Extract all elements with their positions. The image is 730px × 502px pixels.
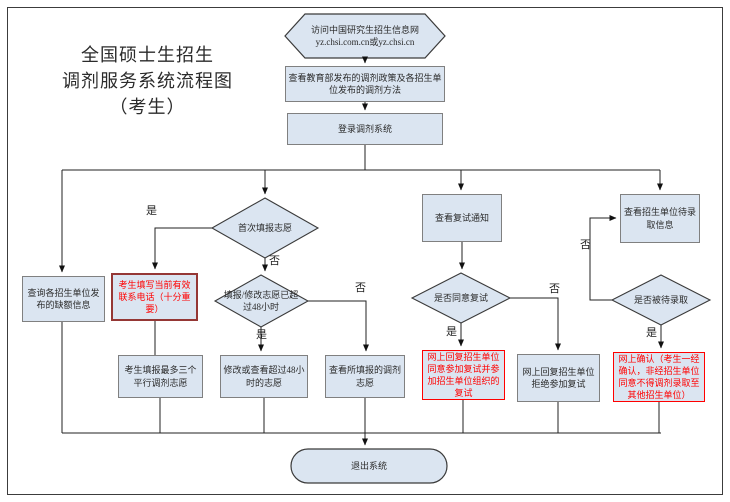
node-fill-phone: 考生填写当前有效联系电话（十分重要） [111, 273, 198, 321]
node-online-confirm: 网上确认（考生一经确认，非经招生单位同意不得调剂录取至其他招生单位） [613, 352, 705, 402]
node-query-vacancy-label: 查询各招生单位发布的缺额信息 [27, 287, 100, 310]
node-modify-over-48h: 修改或查看超过48小时的志愿 [220, 355, 308, 398]
edge-label-over-48h-no: 否 [355, 282, 366, 294]
node-fill-phone-label: 考生填写当前有效联系电话（十分重要） [118, 279, 191, 315]
edge-label-over-48h-yes: 是 [256, 329, 267, 341]
node-exit-system-label: 退出系统 [350, 460, 387, 471]
edge-label-agree-retest-yes: 是 [446, 326, 457, 338]
node-online-confirm-label: 网上确认（考生一经确认，非经招生单位同意不得调剂录取至其他招生单位） [618, 353, 700, 401]
node-login-system-label: 登录调剂系统 [337, 123, 392, 134]
connector-lines [59, 56, 664, 446]
node-modify-over-48h-label: 修改或查看超过48小时的志愿 [223, 365, 305, 388]
node-fill-three-preferences: 考生填报最多三个平行调剂志愿 [118, 355, 203, 398]
edge-label-is-admitted-yes: 是 [646, 327, 657, 339]
node-agree-retest-decision: 是否同意复试 [414, 275, 508, 321]
exit-terminator-shape [290, 448, 448, 484]
diagram-title: 全国硕士生招生 调剂服务系统流程图 （考生） [62, 45, 233, 118]
node-over-48h-decision: 填报/修改志愿已超过48小时 [219, 277, 303, 325]
node-view-filled-preferences: 查看所填报的调剂志愿 [325, 355, 405, 398]
edge-label-agree-retest-no: 否 [549, 283, 560, 295]
page-border [7, 7, 723, 495]
node-over-48h-decision-label: 填报/修改志愿已超过48小时 [223, 289, 299, 312]
edge-label-first-time-no: 否 [269, 255, 280, 267]
node-query-vacancy: 查询各招生单位发布的缺额信息 [22, 276, 105, 322]
node-reply-agree-retest: 网上回复招生单位同意参加复试并参加招生单位组织的复试 [422, 350, 505, 400]
node-view-retest-notice-label: 查看复试通知 [434, 212, 489, 223]
node-is-admitted-decision: 是否被待录取 [614, 277, 708, 323]
node-start-label: 访问中国研究生招生信息网 yz.chsi.com.cn或yz.chsi.cn [310, 24, 419, 47]
node-view-policy: 查看教育部发布的调剂政策及各招生单位发布的调剂方法 [285, 66, 445, 102]
edge-label-is-admitted-no: 否 [580, 239, 591, 251]
start-hexagon-shape [284, 13, 446, 59]
node-exit-system: 退出系统 [291, 449, 447, 483]
node-reply-agree-retest-label: 网上回复招生单位同意参加复试并参加招生单位组织的复试 [427, 351, 500, 399]
node-reply-refuse-retest: 网上回复招生单位拒绝参加复试 [517, 354, 600, 402]
node-view-retest-notice: 查看复试通知 [422, 194, 502, 242]
node-fill-three-preferences-label: 考生填报最多三个平行调剂志愿 [124, 365, 197, 388]
node-agree-retest-decision-label: 是否同意复试 [433, 292, 488, 303]
node-first-time-decision-label: 首次填报志愿 [237, 222, 292, 233]
node-is-admitted-decision-label: 是否被待录取 [633, 294, 688, 305]
node-view-pending-admission-label: 查看招生单位待录取信息 [623, 207, 696, 230]
node-view-policy-label: 查看教育部发布的调剂政策及各招生单位发布的调剂方法 [288, 72, 442, 95]
node-login-system: 登录调剂系统 [287, 113, 443, 145]
node-start: 访问中国研究生招生信息网 yz.chsi.com.cn或yz.chsi.cn [288, 15, 442, 57]
edge-label-first-time-yes: 是 [146, 205, 157, 217]
node-view-pending-admission: 查看招生单位待录取信息 [620, 194, 700, 243]
node-first-time-decision: 首次填报志愿 [214, 200, 316, 256]
node-reply-refuse-retest-label: 网上回复招生单位拒绝参加复试 [522, 366, 595, 389]
node-view-filled-preferences-label: 查看所填报的调剂志愿 [328, 365, 401, 388]
